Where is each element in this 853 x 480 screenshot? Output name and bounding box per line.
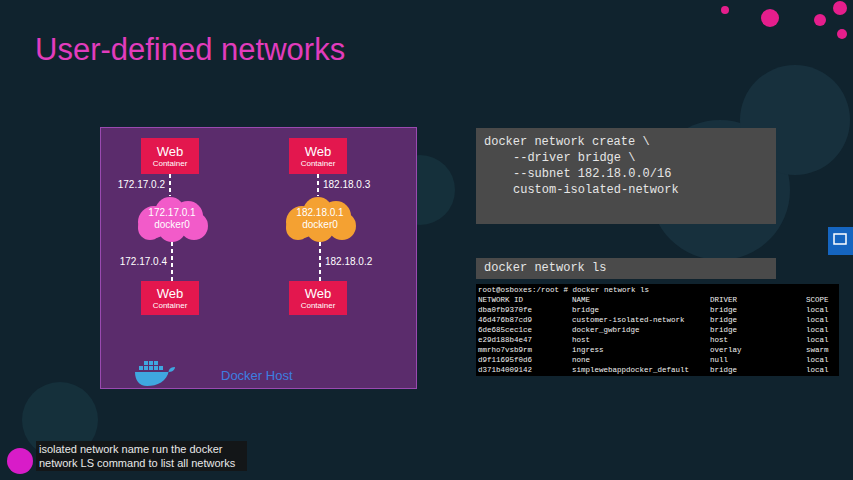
container-subtitle: Container — [153, 159, 188, 169]
code-line: --driver bridge \ — [484, 150, 768, 166]
table-cell: DRIVER — [710, 295, 806, 305]
container-title: Web — [157, 144, 184, 159]
table-cell: NETWORK ID — [478, 295, 572, 305]
whale-container — [144, 366, 148, 370]
ip-label: 172.17.0.4 — [120, 256, 167, 268]
caption-box: isolated network name run the docker net… — [36, 441, 247, 471]
bridge-cloud: 182.18.0.1docker0 — [282, 196, 358, 242]
whale-container — [154, 366, 158, 370]
side-icon-glyph — [834, 234, 846, 244]
table-cell: NAME — [572, 295, 710, 305]
bridge-ip: 182.18.0.1 — [296, 207, 343, 219]
container-box: WebContainer — [141, 138, 199, 174]
table-cell: local — [806, 355, 837, 365]
table-cell: docker_gwbridge — [572, 325, 710, 335]
caption-text: isolated network name run the docker net… — [39, 442, 244, 470]
ip-label: 172.17.0.2 — [118, 179, 165, 191]
container-subtitle: Container — [301, 301, 336, 311]
decor-dot — [814, 14, 826, 26]
table-cell: bridge — [572, 305, 710, 315]
whale-container — [144, 361, 148, 365]
container-subtitle: Container — [153, 301, 188, 311]
table-cell: 46d476b87cd9 — [478, 315, 572, 325]
slide-title: User-defined networks — [35, 32, 345, 68]
container-box: WebContainer — [289, 138, 347, 174]
decor-dot — [761, 9, 779, 27]
terminal-table: NETWORK IDNAMEDRIVERSCOPEdba0fb9370febri… — [478, 295, 837, 375]
table-cell: e29d188b4e47 — [478, 335, 572, 345]
network-link — [319, 242, 321, 281]
ip-label: 182.18.0.3 — [323, 179, 370, 191]
speaker-dot — [7, 448, 33, 474]
command-text: docker network ls — [484, 260, 768, 276]
table-cell: mmrho7vsb9rm — [478, 345, 572, 355]
table-cell: bridge — [710, 325, 806, 335]
table-cell: bridge — [710, 365, 806, 375]
whale-container — [159, 366, 163, 370]
code-line: --subnet 182.18.0.0/16 — [484, 166, 768, 182]
table-cell: dba0fb9370fe — [478, 305, 572, 315]
table-cell: local — [806, 365, 837, 375]
network-link — [169, 174, 171, 196]
code-panel: docker network create \--driver bridge \… — [476, 128, 776, 224]
docker-whale-icon — [133, 358, 177, 388]
table-cell: none — [572, 355, 710, 365]
ip-label: 182.18.0.2 — [325, 256, 372, 268]
command-panel: docker network ls — [476, 258, 776, 279]
table-cell: host — [572, 335, 710, 345]
container-box: WebContainer — [141, 281, 199, 315]
bridge-ip: 172.17.0.1 — [148, 207, 195, 219]
table-cell: host — [710, 335, 806, 345]
table-cell: d9f11695f0d6 — [478, 355, 572, 365]
table-cell: local — [806, 305, 837, 315]
table-cell: local — [806, 335, 837, 345]
decor-dot — [833, 1, 847, 15]
whale-container — [154, 361, 158, 365]
code-line: custom-isolated-network — [484, 182, 768, 198]
table-cell: null — [710, 355, 806, 365]
whale-container — [139, 366, 143, 370]
docker-host: Docker HostWebContainer172.17.0.1docker0… — [100, 127, 417, 389]
container-title: Web — [305, 286, 332, 301]
container-title: Web — [305, 144, 332, 159]
container-box: WebContainer — [289, 281, 347, 315]
side-icon — [828, 227, 853, 255]
network-link — [171, 242, 173, 281]
table-cell: SCOPE — [806, 295, 837, 305]
decor-dot — [721, 6, 729, 14]
table-cell: local — [806, 325, 837, 335]
table-cell: local — [806, 315, 837, 325]
bridge-name: docker0 — [154, 219, 190, 231]
table-cell: ingress — [572, 345, 710, 355]
container-subtitle: Container — [301, 159, 336, 169]
code-line: docker network create \ — [484, 134, 768, 150]
host-label: Docker Host — [221, 368, 293, 383]
table-cell: overlay — [710, 345, 806, 355]
whale-body — [135, 367, 175, 386]
table-cell: simplewebappdocker_default — [572, 365, 710, 375]
table-cell: d371b4009142 — [478, 365, 572, 375]
table-cell: bridge — [710, 305, 806, 315]
whale-container — [149, 361, 153, 365]
table-cell: 6de685cec1ce — [478, 325, 572, 335]
whale-container — [149, 366, 153, 370]
terminal-output: root@osboxes:/root # docker network lsNE… — [476, 284, 839, 376]
network-link — [317, 174, 319, 196]
table-cell: bridge — [710, 315, 806, 325]
terminal-prompt: root@osboxes:/root # docker network ls — [478, 285, 837, 295]
table-cell: customer-isolated-network — [572, 315, 710, 325]
bridge-cloud: 172.17.0.1docker0 — [134, 196, 210, 242]
container-title: Web — [157, 286, 184, 301]
decor-dot — [837, 29, 847, 39]
table-cell: swarm — [806, 345, 837, 355]
bridge-name: docker0 — [302, 219, 338, 231]
